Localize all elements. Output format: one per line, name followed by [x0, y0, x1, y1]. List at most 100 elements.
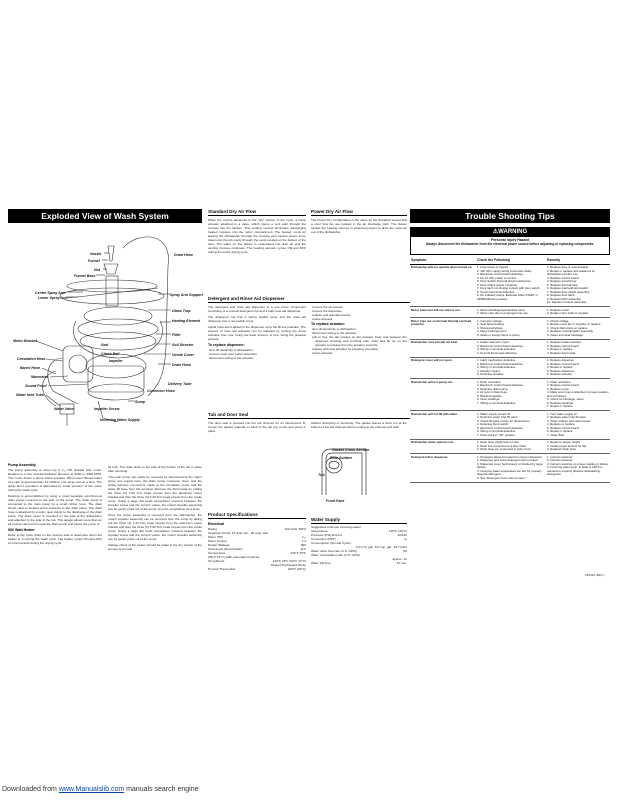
power-dry-title: Power Dry Air Flow — [311, 209, 407, 216]
check-item: 2. Electronic control board defective. — [477, 361, 524, 366]
remedy-header: Remedy — [546, 258, 610, 265]
diagram-callout: Circulation Hose — [17, 357, 46, 361]
check-item: 2. Drain line connected to a floor drain… — [477, 443, 527, 448]
tub-label: Tub — [318, 473, 325, 477]
check-item: 4. No 12 VAC power to control. — [477, 275, 517, 280]
symptom-cell: Motor trips out on thermal thermal overl… — [410, 317, 476, 340]
remedy-item: 4. Replace transformer. — [547, 279, 578, 283]
spec-key: Temperature — [208, 551, 226, 555]
bullet-item: replace and reinstall screws, — [312, 313, 352, 317]
diagram-callout: Impeller Screw — [94, 407, 120, 411]
pump-assembly-title: Pump Assembly — [8, 463, 36, 467]
remedy-item: 5. Replace thermal fuse. — [547, 282, 579, 287]
diagram-callout: Funnel — [88, 259, 100, 263]
table-row: Detergent cover will not open.1. Latch m… — [410, 357, 610, 379]
check-item: 2. Dispenser and some detergent was not … — [477, 458, 539, 462]
replace-dispenser-list: shut off electricity to dishwasher,remov… — [208, 348, 306, 360]
remedy-item: 4. Replace or replace. — [547, 422, 576, 426]
troubleshooting-table: Symptom Check the Following Remedy Dishw… — [410, 258, 610, 483]
check-item: 3. Wiring or terminal defective. — [477, 365, 517, 369]
spec-value: 67 sec. — [397, 561, 407, 565]
diagram-callout: Sump — [135, 400, 145, 404]
replace-actuator-list: shut off electricity to dishwasher,disco… — [311, 327, 407, 355]
check-item: 2. Electronic control board defective. — [477, 343, 524, 348]
check-item: 1. Improper voltage. — [477, 318, 503, 323]
watermark-suffix: manuals search engine — [124, 786, 199, 793]
diagram-callout: Incoming Water Supply — [100, 418, 140, 422]
remedy-item: 3. Check drain pump or replace. — [547, 325, 589, 330]
remedy-item: 2. Replace control board. — [547, 343, 580, 348]
spec-key: Pressure (PSI) Ext./Int. — [311, 533, 343, 537]
remedy-item: 6. Repair or replace. — [547, 429, 574, 433]
manualslib-link[interactable]: www.Manualslib.com — [58, 786, 125, 793]
check-item: 4. Incoming water temperature too low fo… — [477, 468, 542, 476]
product-specs-title: Product Specifications — [208, 512, 306, 519]
check-item: 5. Blocked impeller. — [477, 393, 503, 398]
remedy-item: 8. Replace door latch. — [547, 293, 576, 297]
remedy-item: 2. Replace water inlet fill valve. — [547, 415, 587, 419]
spec-row: Water Fill time 67 sec. — [311, 561, 407, 565]
pump-assembly-continued: air lock. The drain lasts on the side of… — [108, 465, 202, 553]
spec-key: Temp Boost — [208, 559, 225, 563]
check-cell: 1. Fuse blown or tripped.2. 120 VAC supp… — [476, 264, 546, 307]
check-item: 4. Actuator (open). — [477, 368, 501, 373]
symptom-cell: Dishwasher runs but will not heat. — [410, 339, 476, 358]
standard-dry-text: When the control advances to the "dry" p… — [208, 218, 306, 256]
check-item: 8. Touch pad circuit defective. — [477, 289, 516, 294]
remedy-item: 1. Check voltage. — [547, 318, 570, 323]
check-item: 4. Motor bearings worn. — [477, 329, 508, 333]
diagram-callout: Sound Proof — [25, 384, 47, 388]
spec-key: Water valve flow rate (U.S. GPM) — [311, 549, 357, 553]
heater-title: 900 Watt Heater — [8, 528, 35, 532]
check-item: 4. Defective flood switch. — [477, 422, 509, 426]
diagram-callout: Water Inlet Tube — [16, 393, 44, 397]
water-supply-title: Water Supply — [311, 517, 407, 524]
detergent-dispenser-title: Detergent and Rinse Aid Dispenser — [208, 296, 410, 303]
warning-subtitle: Personal Injury Hazard — [491, 238, 529, 242]
diagram-callout: Filter — [172, 333, 181, 337]
spec-row: (58°C ±3°C) (with automatic hi-panel) — [208, 555, 306, 559]
remedy-item: 2. Rotate motor shaft or impeller. — [547, 311, 589, 315]
remedy-item: 2. Rotate motor fan or impeller, or repl… — [547, 322, 602, 326]
check-item: 3. Dispenser cover held closed, or block… — [477, 461, 543, 469]
remedy-item: 7. Clean float. — [547, 432, 565, 437]
remedy-item: 6. Replace interlock/microswitch. — [547, 286, 590, 290]
check-item: 3. Drain hose too connected to side of t… — [477, 447, 532, 451]
spec-key: Water Fill time — [311, 561, 331, 565]
spec-key: Connection (NPT) — [311, 537, 336, 541]
remedy-item: 3. Repair or replace. — [547, 347, 574, 351]
spec-value: ³/₈ — [403, 537, 407, 541]
spec-value: approx. 12 — [392, 557, 407, 561]
check-item: 5. Glass or foreign items in pump. — [477, 332, 521, 337]
remedy-cell: 1. Replace dispenser.2. Replace control … — [546, 357, 610, 379]
remedy-cell: 1. Clear restriction.2. Replace control … — [546, 378, 610, 411]
symptom-cell: Dishwasher water siphons out. — [410, 439, 476, 454]
spec-key: Heater Wattage — [208, 543, 230, 547]
check-item: 1. Latch mechanism defective. — [477, 358, 517, 362]
spec-row: Motor (HP)¹/₁₀ — [208, 535, 306, 539]
diagram-callout: Impeller — [109, 359, 123, 363]
remedy-item: 5. Replace actuator. — [547, 372, 573, 376]
check-item: 4. Air lock in drain hose. — [477, 390, 508, 394]
bullet-item: replace with new actuator by pressing in… — [312, 347, 379, 351]
spec-value: 60 — [403, 549, 407, 553]
spec-key: Separate Circuit, 15 amp min - 20 amp ma… — [208, 531, 269, 535]
diagram-callout: Motor Bracket — [13, 339, 38, 343]
check-item: 6. Wiring or terminal defective. — [477, 429, 517, 433]
detergent-p1: The detergent and rinse aid dispenser is… — [208, 305, 306, 313]
check-item: 9. No indicator lamps. Estimate when STA… — [477, 293, 539, 301]
spec-key: Motor (HP) — [208, 535, 224, 539]
power-dry-paragraph: The Power Dry configuration is the same … — [311, 218, 407, 234]
spec-row: Consumption (Normal Cycle) — [311, 541, 407, 545]
diagram-callout: Connector Hose — [147, 389, 175, 393]
symptom-cell: Detergent cover will not open. — [410, 357, 476, 379]
remedy-item: 3. Replace pump. — [547, 386, 570, 391]
remedy-item: 1. Replace heater element. — [547, 340, 582, 344]
diagram-callout: Delivery Tube — [168, 382, 192, 386]
check-cell: 1. Heater element / open.2. Electronic c… — [476, 339, 546, 358]
pump-assembly-section: Pump Assembly The pump assembly is drive… — [8, 462, 102, 547]
remedy-item: 3. Replace control board. — [547, 275, 580, 280]
